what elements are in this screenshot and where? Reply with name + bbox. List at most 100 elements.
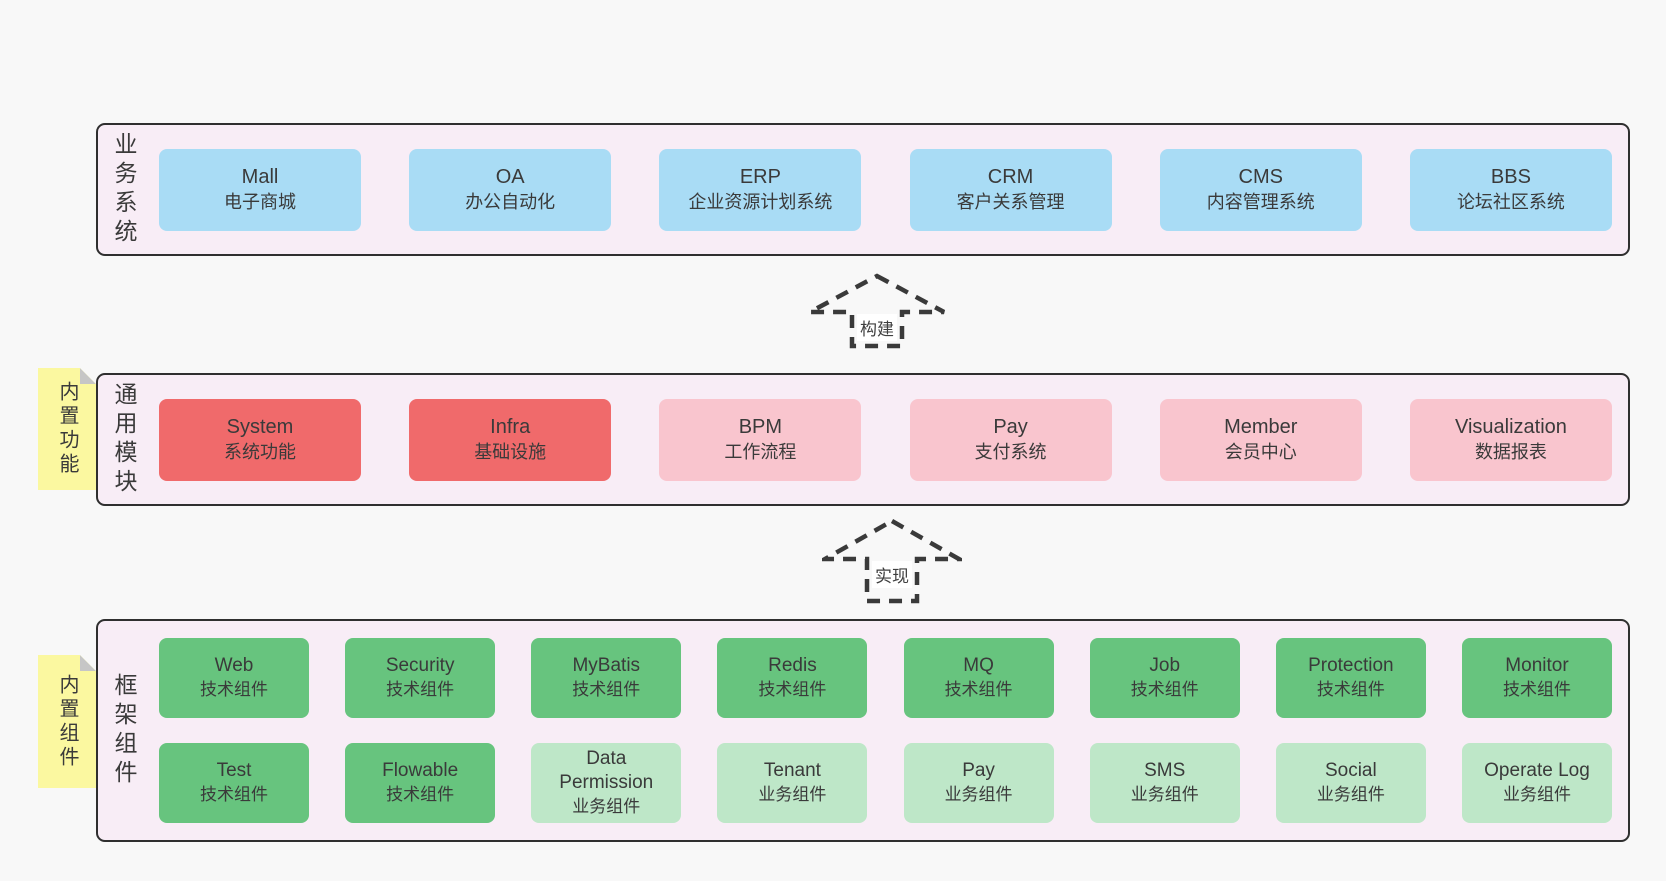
arrow-build: 构建 bbox=[807, 273, 947, 349]
panel-label-framework-components: 框架组件 bbox=[111, 672, 137, 789]
node-subtitle: 技术组件 bbox=[200, 785, 268, 804]
sticky-fold-corner-icon bbox=[80, 368, 96, 384]
node-cms: CMS 内容管理系统 bbox=[1159, 148, 1362, 231]
node-title: Redis bbox=[768, 655, 817, 676]
common-modules-row: System 系统功能 Infra 基础设施 BPM 工作流程 Pay 支付系统… bbox=[159, 398, 1612, 481]
node-title: Mall bbox=[241, 166, 279, 188]
business-systems-row: Mall 电子商城 OA 办公自动化 ERP 企业资源计划系统 CRM 客户关系… bbox=[159, 148, 1612, 231]
node-job: Job 技术组件 bbox=[1089, 638, 1240, 718]
node-subtitle: 支付系统 bbox=[974, 442, 1047, 462]
node-test: Test 技术组件 bbox=[159, 743, 309, 823]
node-title: MyBatis bbox=[572, 655, 641, 676]
node-subtitle: 客户关系管理 bbox=[956, 192, 1065, 212]
node-subtitle: 技术组件 bbox=[386, 785, 455, 804]
sticky-note-label: 内置功能 bbox=[56, 381, 78, 477]
node-tenant: Tenant 业务组件 bbox=[717, 743, 868, 823]
node-title: Data Permission bbox=[559, 748, 654, 793]
node-title: Test bbox=[216, 760, 252, 781]
node-system: System 系统功能 bbox=[159, 398, 361, 481]
node-subtitle: 工作流程 bbox=[724, 442, 797, 462]
node-title: Tenant bbox=[763, 760, 821, 781]
node-web: Web 技术组件 bbox=[159, 638, 309, 718]
node-title: BBS bbox=[1490, 166, 1531, 188]
node-title: CMS bbox=[1238, 166, 1283, 188]
node-subtitle: 技术组件 bbox=[572, 680, 641, 699]
node-title: Monitor bbox=[1505, 655, 1569, 676]
sticky-note-label: 内置组件 bbox=[56, 673, 78, 770]
node-protection: Protection 技术组件 bbox=[1275, 638, 1426, 718]
node-bbs: BBS 论坛社区系统 bbox=[1409, 148, 1612, 231]
node-subtitle: 系统功能 bbox=[224, 442, 296, 462]
node-title: Pay bbox=[962, 760, 995, 781]
node-title: BPM bbox=[738, 416, 783, 438]
node-bpm: BPM 工作流程 bbox=[659, 398, 862, 481]
node-subtitle: 办公自动化 bbox=[465, 192, 556, 212]
node-operate-log: Operate Log 业务组件 bbox=[1461, 743, 1612, 823]
node-subtitle: 业务组件 bbox=[572, 797, 641, 816]
node-data-permission: Data Permission 业务组件 bbox=[531, 743, 682, 823]
arrow-build-label: 构建 bbox=[857, 314, 897, 341]
node-visualization: Visualization 数据报表 bbox=[1409, 398, 1612, 481]
node-subtitle: 业务组件 bbox=[758, 785, 827, 804]
node-flowable: Flowable 技术组件 bbox=[345, 743, 496, 823]
framework-components-row-2: Test 技术组件 Flowable 技术组件 Data Permission … bbox=[159, 743, 1612, 823]
node-redis: Redis 技术组件 bbox=[717, 638, 868, 718]
arrow-up-dashed-icon bbox=[808, 273, 946, 349]
arrow-implement: 实现 bbox=[822, 518, 962, 604]
sticky-note-built-in-components: 内置组件 bbox=[38, 655, 96, 788]
node-title: Infra bbox=[490, 416, 531, 438]
node-monitor: Monitor 技术组件 bbox=[1461, 638, 1612, 718]
node-subtitle: 数据报表 bbox=[1474, 442, 1547, 462]
panel-common-modules: 通用模块 System 系统功能 Infra 基础设施 BPM 工作流程 Pay… bbox=[96, 373, 1630, 506]
node-erp: ERP 企业资源计划系统 bbox=[659, 148, 862, 231]
node-title: Pay bbox=[993, 416, 1028, 438]
node-mq: MQ 技术组件 bbox=[903, 638, 1054, 718]
node-pay: Pay 支付系统 bbox=[909, 398, 1112, 481]
node-subtitle: 技术组件 bbox=[386, 680, 455, 699]
node-title: Social bbox=[1324, 760, 1377, 781]
node-pay-biz: Pay 业务组件 bbox=[903, 743, 1054, 823]
node-subtitle: 企业资源计划系统 bbox=[688, 192, 833, 212]
node-sms: SMS 业务组件 bbox=[1089, 743, 1240, 823]
node-subtitle: 技术组件 bbox=[1502, 680, 1571, 699]
node-subtitle: 业务组件 bbox=[1316, 785, 1385, 804]
node-title: SMS bbox=[1144, 760, 1186, 781]
node-subtitle: 业务组件 bbox=[1130, 785, 1199, 804]
node-title: Job bbox=[1149, 655, 1181, 676]
node-crm: CRM 客户关系管理 bbox=[909, 148, 1112, 231]
panel-label-common-modules: 通用模块 bbox=[111, 381, 137, 498]
node-security: Security 技术组件 bbox=[345, 638, 496, 718]
node-title: Flowable bbox=[382, 760, 459, 781]
node-mybatis: MyBatis 技术组件 bbox=[531, 638, 682, 718]
node-title: Protection bbox=[1308, 655, 1394, 676]
node-title: CRM bbox=[987, 166, 1034, 188]
arrow-up-dashed-icon bbox=[822, 518, 962, 604]
node-title: Operate Log bbox=[1484, 760, 1590, 781]
node-subtitle: 电子商城 bbox=[224, 192, 296, 212]
node-subtitle: 内容管理系统 bbox=[1206, 192, 1315, 212]
node-subtitle: 技术组件 bbox=[758, 680, 827, 699]
node-infra: Infra 基础设施 bbox=[409, 398, 612, 481]
node-title: Visualization bbox=[1454, 416, 1567, 438]
sticky-fold-corner-icon bbox=[80, 655, 96, 671]
framework-components-row-1: Web 技术组件 Security 技术组件 MyBatis 技术组件 Redi… bbox=[159, 638, 1612, 718]
node-title: MQ bbox=[963, 655, 994, 676]
node-oa: OA 办公自动化 bbox=[409, 148, 612, 231]
node-title: Security bbox=[385, 655, 455, 676]
node-title: ERP bbox=[739, 166, 781, 188]
node-subtitle: 技术组件 bbox=[200, 680, 268, 699]
node-subtitle: 业务组件 bbox=[1502, 785, 1571, 804]
node-subtitle: 会员中心 bbox=[1224, 442, 1297, 462]
node-member: Member 会员中心 bbox=[1159, 398, 1362, 481]
panel-framework-components: 框架组件 Web 技术组件 Security 技术组件 MyBatis 技术组件… bbox=[96, 619, 1630, 842]
node-subtitle: 技术组件 bbox=[944, 680, 1013, 699]
panel-label-business-systems: 业务系统 bbox=[111, 131, 137, 248]
node-subtitle: 技术组件 bbox=[1316, 680, 1385, 699]
node-subtitle: 技术组件 bbox=[1130, 680, 1199, 699]
panel-business-systems: 业务系统 Mall 电子商城 OA 办公自动化 ERP 企业资源计划系统 CRM… bbox=[96, 123, 1630, 256]
node-subtitle: 业务组件 bbox=[944, 785, 1013, 804]
node-subtitle: 基础设施 bbox=[474, 442, 547, 462]
node-social: Social 业务组件 bbox=[1275, 743, 1426, 823]
sticky-note-built-in-features: 内置功能 bbox=[38, 368, 96, 490]
